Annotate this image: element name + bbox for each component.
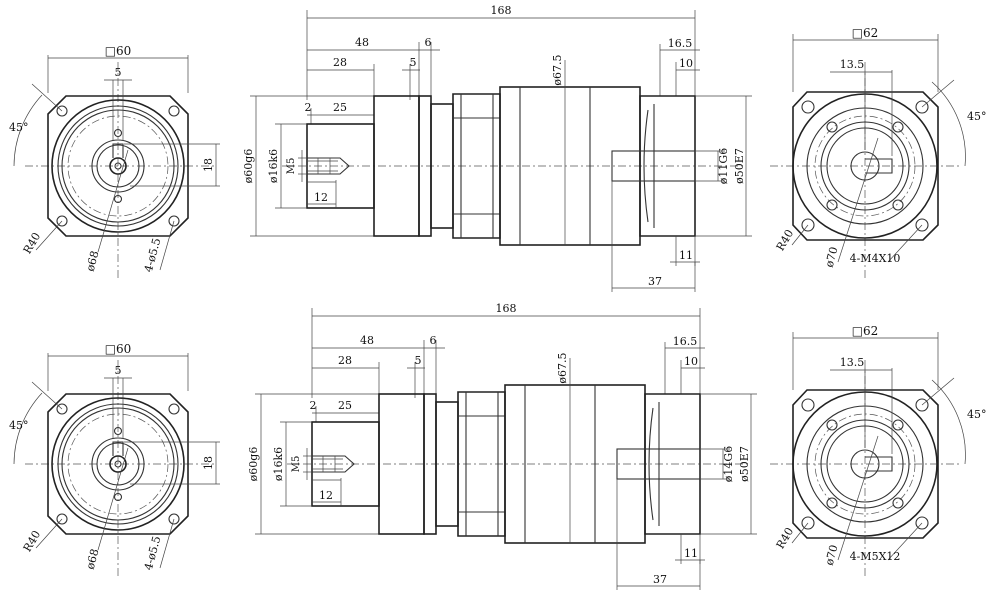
bottom-len-25-label: 25 xyxy=(338,399,352,412)
top-len-2-label: 2 xyxy=(305,101,312,114)
bottom-left-bolt-circle-label: ø68 xyxy=(84,547,102,570)
top-len-37-label: 37 xyxy=(648,275,662,288)
bottom-len-37-label: 37 xyxy=(653,573,667,586)
bottom-right-radius-label: R40 xyxy=(774,525,796,551)
bottom-left-keyway-label: 5 xyxy=(115,364,122,377)
top-left-square-label: □60 xyxy=(105,44,132,58)
top-len-28-label: 28 xyxy=(333,56,347,69)
bottom-len-6-label: 6 xyxy=(430,334,437,347)
bottom-output-flange-view: □62 13.5 45° R40 ø70 4-M5X12 xyxy=(769,324,987,579)
bottom-len-48-label: 48 xyxy=(360,334,374,347)
bottom-len-5-label: 5 xyxy=(415,354,422,367)
top-total-length-label: 168 xyxy=(491,4,512,17)
top-side-view: 168 48 6 28 5 2 25 12 ø67.5 16.5 10 ø60g… xyxy=(242,4,753,293)
top-left-radius-label: R40 xyxy=(21,230,43,256)
top-left-holes-label: 4-ø5.5 xyxy=(142,237,164,274)
top-input-flange-view: □60 5 18 45° R40 ø68 4-ø5.5 xyxy=(9,44,221,281)
bottom-right-offset-label: 13.5 xyxy=(840,356,865,369)
top-left-height-label: 18 xyxy=(202,158,215,172)
bottom-left-square-label: □60 xyxy=(105,342,132,356)
top-right-offset-label: 13.5 xyxy=(840,58,865,71)
top-len-16-5-label: 16.5 xyxy=(668,37,693,50)
top-left-bolt-circle-label: ø68 xyxy=(84,249,102,272)
bottom-len-12-label: 12 xyxy=(319,489,333,502)
top-body-dia-label: ø67.5 xyxy=(551,54,564,85)
bottom-left-height-label: 18 xyxy=(202,456,215,470)
top-pilot-dia-label: ø60g6 xyxy=(242,149,255,184)
bottom-pilot-dia-label: ø60g6 xyxy=(247,447,260,482)
top-output-flange-view: □62 13.5 45° R40 ø70 4-M4X10 xyxy=(769,26,987,281)
bottom-thread-label: M5 xyxy=(291,456,302,473)
top-len-48-label: 48 xyxy=(355,36,369,49)
top-right-angle-label: 45° xyxy=(967,110,987,123)
bottom-len-28-label: 28 xyxy=(338,354,352,367)
bottom-left-holes-label: 4-ø5.5 xyxy=(142,535,164,572)
bottom-left-radius-label: R40 xyxy=(21,528,43,554)
top-bore-dia-label: ø11G6 xyxy=(717,148,730,184)
bottom-len-11-label: 11 xyxy=(684,547,698,560)
top-left-angle-label: 45° xyxy=(9,121,29,134)
bottom-shaft-dia-label: ø16k6 xyxy=(272,447,285,481)
bottom-left-angle-label: 45° xyxy=(9,419,29,432)
top-len-10-label: 10 xyxy=(679,57,693,70)
bottom-side-view: 168 48 6 28 5 2 25 12 ø67.5 16.5 10 ø60g… xyxy=(247,302,758,591)
bottom-input-flange-view: □60 5 18 45° R40 ø68 4-ø5.5 xyxy=(9,342,221,579)
top-right-bolt-circle-label: ø70 xyxy=(823,245,841,268)
bottom-right-angle-label: 45° xyxy=(967,408,987,421)
top-left-keyway-label: 5 xyxy=(115,66,122,79)
top-shaft-dia-label: ø16k6 xyxy=(267,149,280,183)
top-len-11-label: 11 xyxy=(679,249,693,262)
top-len-12-label: 12 xyxy=(314,191,328,204)
top-right-square-label: □62 xyxy=(852,26,879,40)
bottom-total-length-label: 168 xyxy=(496,302,517,315)
top-spigot-dia-label: ø50E7 xyxy=(733,148,746,184)
bottom-len-10-label: 10 xyxy=(684,355,698,368)
bottom-bore-dia-label: ø14G6 xyxy=(722,446,735,482)
top-len-5-label: 5 xyxy=(410,56,417,69)
bottom-right-bolt-circle-label: ø70 xyxy=(823,543,841,566)
top-right-holes-label: 4-M4X10 xyxy=(850,252,901,265)
bottom-right-holes-label: 4-M5X12 xyxy=(850,550,901,563)
bottom-len-2-label: 2 xyxy=(310,399,317,412)
top-len-6-label: 6 xyxy=(425,36,432,49)
bottom-len-16-5-label: 16.5 xyxy=(673,335,698,348)
top-thread-label: M5 xyxy=(286,158,297,175)
bottom-right-square-label: □62 xyxy=(852,324,879,338)
bottom-spigot-dia-label: ø50E7 xyxy=(738,446,751,482)
bottom-body-dia-label: ø67.5 xyxy=(556,352,569,383)
top-right-radius-label: R40 xyxy=(774,227,796,253)
top-len-25-label: 25 xyxy=(333,101,347,114)
